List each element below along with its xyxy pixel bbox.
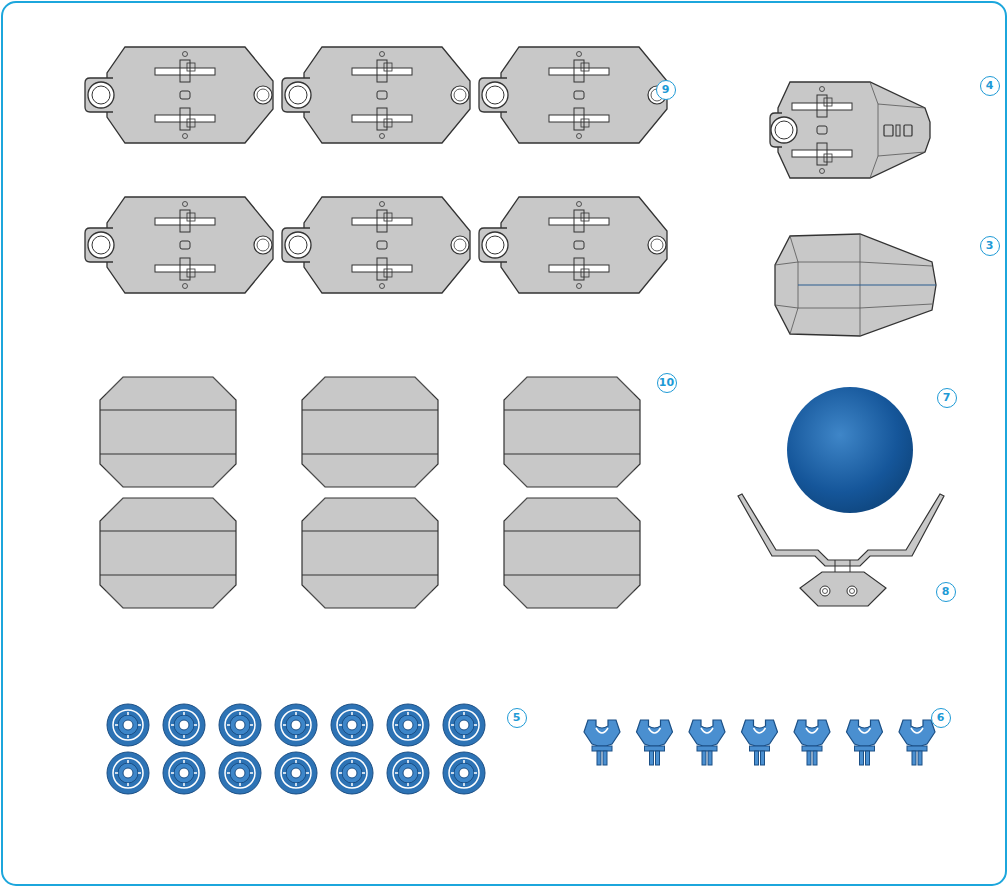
callout-number: 6 <box>931 708 951 728</box>
clip <box>899 720 935 765</box>
wheel <box>331 704 373 746</box>
wheel <box>219 752 261 794</box>
clip <box>794 720 830 765</box>
wheel <box>107 704 149 746</box>
wheel <box>107 752 149 794</box>
wheel <box>219 704 261 746</box>
wheel <box>387 752 429 794</box>
clip <box>637 720 673 765</box>
wheel <box>443 704 485 746</box>
wheel <box>275 704 317 746</box>
wheel <box>443 752 485 794</box>
clip <box>742 720 778 765</box>
callout-number: 10 <box>657 373 677 393</box>
callout-number: 7 <box>937 388 957 408</box>
clip <box>689 720 725 765</box>
clip <box>847 720 883 765</box>
callout-number: 5 <box>507 708 527 728</box>
callout-number: 4 <box>980 76 1000 96</box>
wheel <box>163 752 205 794</box>
callout-number: 8 <box>936 582 956 602</box>
wheel <box>163 704 205 746</box>
wheel <box>275 752 317 794</box>
callout-number: 9 <box>656 80 676 100</box>
wheel <box>387 704 429 746</box>
clip <box>584 720 620 765</box>
callout-number: 3 <box>980 236 1000 256</box>
wheel <box>331 752 373 794</box>
